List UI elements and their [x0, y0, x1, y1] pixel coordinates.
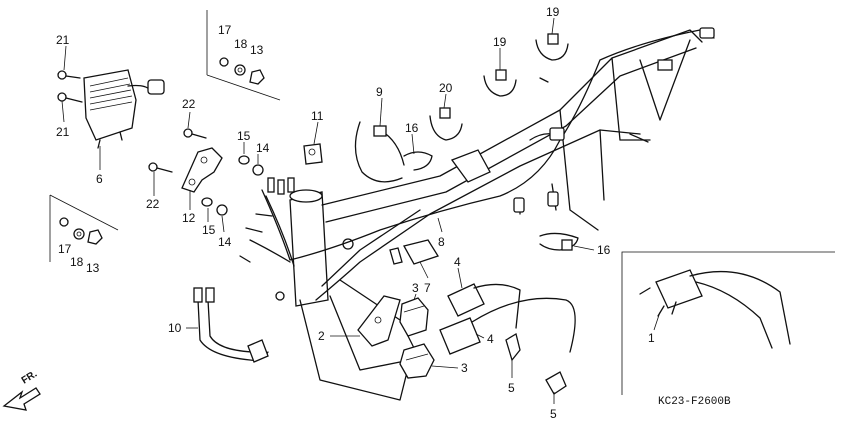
inset-bracket-left	[49, 194, 119, 262]
callout-13-upper: 13	[250, 43, 264, 57]
inset-box-ignition-coil	[621, 251, 835, 395]
callout-14-lower: 14	[218, 235, 232, 249]
callout-21-upper: 21	[56, 33, 70, 47]
nut-17-lower	[59, 217, 69, 227]
front-direction-arrow	[2, 387, 41, 411]
callout-16-upper: 16	[405, 121, 419, 135]
callout-19-middle: 19	[493, 35, 507, 49]
callout-8: 8	[438, 235, 445, 249]
callout-15-lower: 15	[202, 223, 216, 237]
front-direction-label: FR.	[20, 369, 40, 387]
callout-21-lower: 21	[56, 125, 70, 139]
callout-7: 7	[424, 281, 431, 295]
bolt-21-lower	[57, 92, 83, 103]
callout-14-upper: 14	[256, 141, 270, 155]
callout-1: 1	[648, 331, 655, 345]
ignition-coil-1-inset	[639, 269, 791, 349]
clamp-20	[429, 107, 463, 141]
callout-6: 6	[96, 172, 103, 186]
bolt-22-lower	[148, 162, 173, 173]
callout-4-lower: 4	[487, 332, 494, 346]
callout-4-upper: 4	[454, 255, 461, 269]
leader-lines	[61, 17, 661, 404]
callout-9: 9	[376, 85, 383, 99]
diagram-code: KC23-F2600B	[658, 396, 731, 408]
callout-22-upper: 22	[182, 97, 196, 111]
regulator-rectifier	[83, 69, 165, 149]
clamp-16-upper	[403, 151, 433, 171]
callout-16-lower: 16	[597, 243, 611, 257]
clamp-19-upper	[535, 33, 569, 61]
callout-5-left: 5	[508, 381, 515, 395]
washer-15-lower	[201, 197, 213, 207]
nut-13-upper	[249, 69, 265, 85]
grommet-14-upper	[252, 164, 264, 176]
main-wire-harness	[239, 27, 715, 267]
grommet-14-lower	[216, 204, 228, 216]
ignition-coil-4-lower	[439, 297, 576, 355]
motorcycle-frame	[275, 29, 703, 401]
callout-15-upper: 15	[237, 129, 251, 143]
callout-22-lower: 22	[146, 197, 160, 211]
callout-3-upper: 3	[412, 281, 419, 295]
callout-18-upper: 18	[234, 37, 248, 51]
ignition-coil-4-upper	[447, 283, 521, 329]
spark-plug-cap-5-right	[545, 371, 567, 395]
clamp-16-lower	[539, 232, 579, 251]
callout-11: 11	[311, 109, 324, 123]
callout-labels: 21 21 6 17 18 13 22 22 15 14 12 15 14 17…	[56, 5, 655, 421]
callout-2: 2	[318, 329, 325, 343]
grommet-3-lower	[399, 343, 435, 379]
nut-13-lower	[87, 229, 103, 245]
inset-bracket-top	[206, 10, 281, 101]
callout-3-lower: 3	[461, 361, 468, 375]
grommet-3-upper	[399, 297, 429, 337]
callout-19-upper: 19	[546, 5, 560, 19]
callout-13-lower: 13	[86, 261, 100, 275]
washer-15-upper	[238, 155, 250, 165]
bracket-12	[181, 147, 223, 193]
callout-5-right: 5	[550, 407, 557, 421]
clamp-19-middle	[483, 69, 517, 97]
relay-7	[389, 239, 439, 265]
nut-17-upper	[219, 57, 229, 67]
spark-plug-cap-5-left	[505, 332, 521, 362]
callout-10: 10	[168, 321, 182, 335]
bolt-22-upper	[183, 128, 207, 139]
callout-12: 12	[182, 211, 196, 225]
callout-17-upper: 17	[218, 23, 232, 37]
callout-17-lower: 17	[58, 242, 72, 256]
callout-18-lower: 18	[70, 255, 84, 269]
bolt-21-upper	[57, 70, 81, 80]
bracket-2	[357, 295, 401, 347]
callout-20: 20	[439, 81, 453, 95]
washer-18-lower	[73, 228, 85, 240]
clamp-11	[303, 143, 323, 165]
band-9	[354, 121, 405, 183]
washer-18-upper	[234, 64, 246, 76]
sub-harness-10	[193, 287, 269, 363]
